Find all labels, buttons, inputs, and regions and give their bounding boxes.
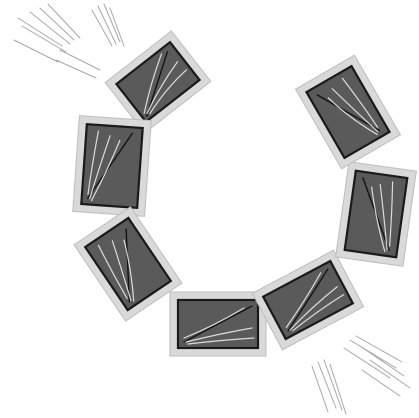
photo-tile-4 bbox=[170, 292, 266, 356]
sparkle-burst-top-left bbox=[14, 4, 124, 78]
photo-tile-6 bbox=[336, 162, 417, 267]
photo-tile-7 bbox=[296, 55, 401, 169]
photo-tile-2 bbox=[73, 116, 152, 217]
photo-tile-3 bbox=[74, 207, 182, 321]
sparkle-burst-bottom-right bbox=[312, 336, 410, 414]
photo-tile-5 bbox=[252, 250, 363, 350]
photo-tile-1 bbox=[105, 31, 211, 133]
